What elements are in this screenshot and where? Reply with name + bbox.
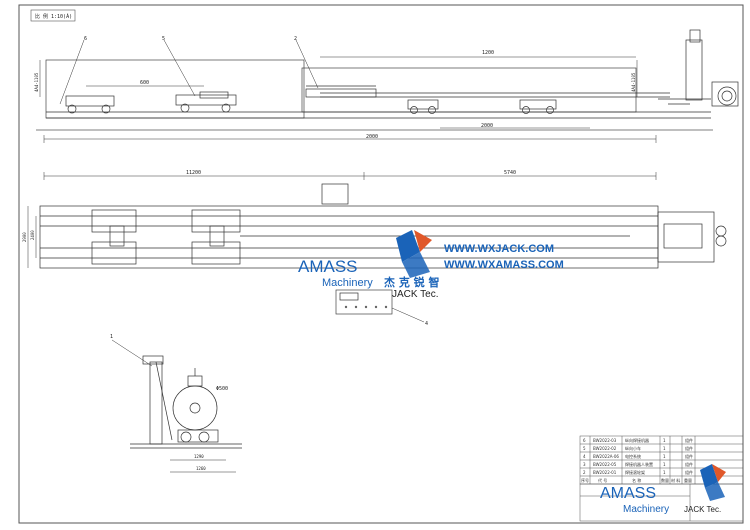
dim-top-span: 1200 <box>482 50 494 56</box>
callout-6: 6 <box>84 36 87 42</box>
parts-no: 6 <box>583 438 586 443</box>
header-no: 序号 <box>581 477 589 483</box>
parts-name: 纵向焊接机器 <box>625 437 649 443</box>
watermark-url-1: WWW.WXJACK.COM <box>444 243 554 255</box>
parts-row-5: 5 BW2022-02 纵向小车 1 组件 <box>583 445 693 451</box>
dim-top-h-right: 4A4-1105 <box>631 72 636 92</box>
callout-4: 4 <box>425 321 428 327</box>
title-label-box <box>30 9 76 22</box>
parts-no: 3 <box>583 462 586 467</box>
parts-no: 2 <box>583 470 586 475</box>
header-code: 代 号 <box>598 477 607 483</box>
dim-plan-left: 11200 <box>186 170 201 176</box>
plan-view <box>27 172 727 323</box>
dim-top-mid: 2000 <box>481 123 493 129</box>
watermark-url-2: WWW.WXAMASS.COM <box>444 259 564 271</box>
parts-code: BW2022-02 <box>593 446 617 451</box>
dim-plan-right: 5740 <box>504 170 516 176</box>
callout-5: 5 <box>162 36 165 42</box>
parts-name: 焊接滚轮架 <box>625 469 645 475</box>
parts-note: 组件 <box>685 453 693 459</box>
side-view <box>111 339 242 473</box>
watermark-brand-top: AMASS <box>298 257 358 276</box>
header-qty: 数量 <box>661 477 669 483</box>
parts-row-4: 4 BW2022A-06 电控系统 1 组件 <box>583 453 693 459</box>
dim-top-h-left: 4A4-1105 <box>34 72 39 92</box>
dim-side-r: Φ500 <box>216 386 228 392</box>
control-box-buttons <box>344 305 388 309</box>
parts-note: 组件 <box>685 437 693 443</box>
parts-code: BW2022A-06 <box>593 454 619 459</box>
header-wt: 重量 <box>684 477 692 483</box>
parts-note: 组件 <box>685 461 693 467</box>
title-label: 比 例 1:10(Á) <box>35 13 72 20</box>
parts-header-row: 序号 代 号 名 称 数量 材 料 重量 备注 <box>581 477 718 483</box>
parts-row-6: 6 BW2022-03 纵向焊接机器 1 组件 <box>583 437 693 443</box>
dim-plan-v2: 2400 <box>30 230 35 240</box>
title-block-logo-mark <box>700 464 726 501</box>
watermark-cn: 杰 克 锐 智 <box>384 275 440 289</box>
parts-no: 4 <box>583 454 586 459</box>
dim-side-w2: 1260 <box>196 466 206 471</box>
parts-name: 焊接机器人装置 <box>625 461 653 467</box>
parts-code: BW2022-05 <box>593 462 617 467</box>
parts-code: BW2022-01 <box>593 470 617 475</box>
parts-qty: 1 <box>663 438 666 443</box>
parts-qty: 1 <box>663 462 666 467</box>
parts-qty: 1 <box>663 454 666 459</box>
parts-row-2: 2 BW2022-01 焊接滚轮架 1 组件 <box>583 469 693 475</box>
watermark-jack: JACK Tec. <box>392 289 439 300</box>
elevation-view <box>36 29 739 143</box>
callout-1: 1 <box>110 334 113 340</box>
parts-row-3: 3 BW2022-05 焊接机器人装置 1 组件 <box>583 461 693 467</box>
header-name: 名 称 <box>632 477 641 483</box>
parts-name: 电控系统 <box>625 453 641 459</box>
watermark-logo-mark <box>396 230 432 278</box>
dim-side-w: 1290 <box>194 454 204 459</box>
watermark-brand-bottom: Machinery <box>322 277 373 289</box>
header-mat: 材 料 <box>671 477 680 483</box>
parts-qty: 1 <box>663 446 666 451</box>
title-block-jack: JACK Tec. <box>684 505 721 514</box>
sheet-border <box>18 4 744 524</box>
title-block-brand-top: AMASS <box>600 485 656 502</box>
title-block-brand-bottom: Machinery <box>623 504 669 515</box>
dim-top-left: 600 <box>140 80 149 86</box>
parts-qty: 1 <box>663 470 666 475</box>
parts-note: 组件 <box>685 445 693 451</box>
parts-name: 纵向小车 <box>625 445 641 451</box>
parts-code: BW2022-03 <box>593 438 617 443</box>
parts-note: 组件 <box>685 469 693 475</box>
dim-top-total: 2000 <box>366 134 378 140</box>
parts-no: 5 <box>583 446 586 451</box>
dim-plan-v1: 2900 <box>22 232 27 242</box>
callout-2: 2 <box>294 36 297 42</box>
